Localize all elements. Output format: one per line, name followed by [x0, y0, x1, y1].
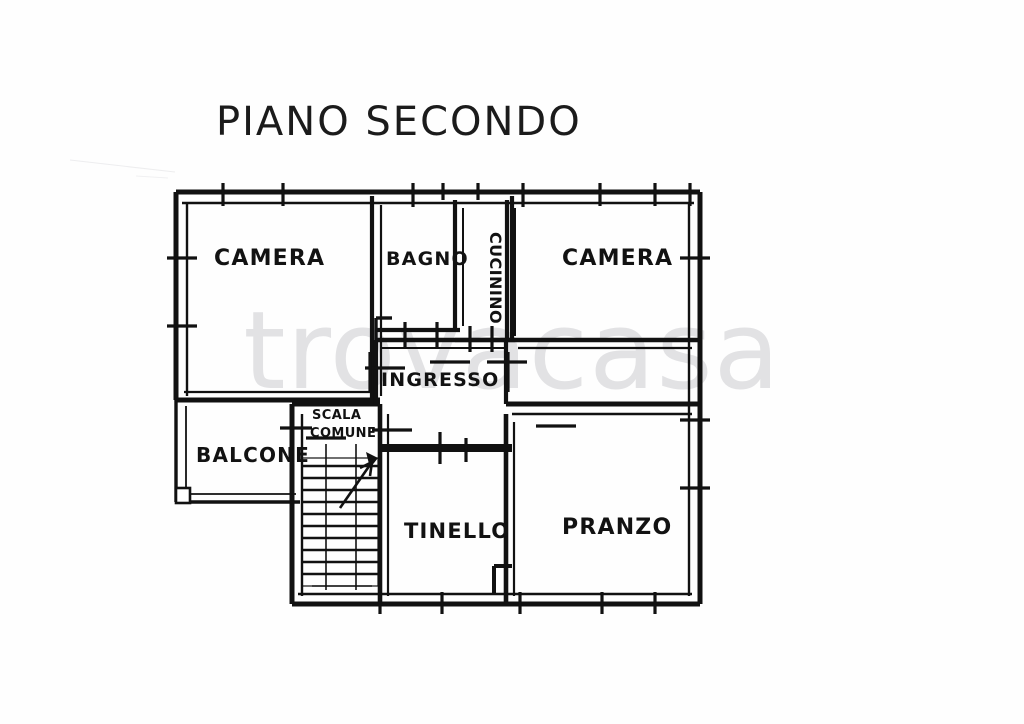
dimension-ticks: [167, 183, 710, 614]
room-label-ingresso: INGRESSO: [381, 369, 499, 391]
room-label-cucinino: CUCININO: [486, 232, 505, 324]
room-label-pranzo: PRANZO: [562, 515, 672, 540]
stair-landing-mark: [366, 452, 378, 468]
room-label-camera-right: CAMERA: [562, 246, 673, 271]
wall-layer: [173, 189, 703, 607]
page-title: PIANO SECONDO: [216, 99, 582, 145]
scan-artifact: [69, 159, 176, 179]
stair-stringer: [312, 444, 372, 590]
room-label-tinello: TINELLO: [404, 519, 510, 543]
room-label-balcone: BALCONE: [196, 443, 310, 467]
room-label-bagno: BAGNO: [386, 248, 469, 270]
room-label-camera-left: CAMERA: [214, 246, 325, 271]
room-label-scala-line1: SCALA: [312, 408, 361, 423]
room-label-scala-line2: COMUNE: [310, 426, 376, 441]
staircase: [301, 444, 379, 590]
stair-treads: [302, 464, 378, 576]
door-jamb-details: [374, 316, 512, 594]
